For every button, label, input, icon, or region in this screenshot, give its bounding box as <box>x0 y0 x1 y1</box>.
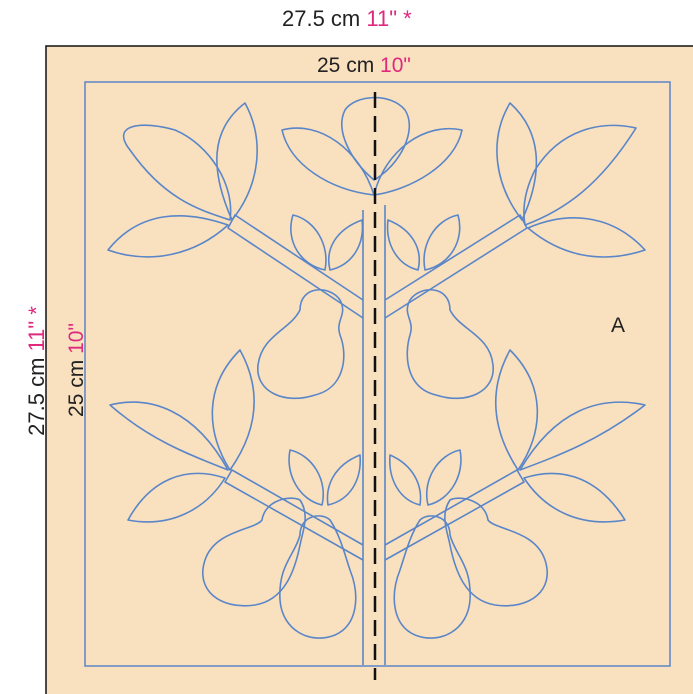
inner-width-metric: 25 cm <box>317 54 375 77</box>
inner-square <box>84 81 671 667</box>
upper-left-branch <box>227 214 364 319</box>
center-left-leaf <box>281 127 375 196</box>
inner-height-imperial: 10" <box>65 323 88 354</box>
upper-right-small-leaf-2 <box>386 219 420 271</box>
outer-width-label: 27.5 cm 11" * <box>282 6 412 32</box>
lower-right-leaf-3 <box>523 472 626 523</box>
lower-right-small-leaf-2 <box>389 454 422 506</box>
lower-right-leaf-1 <box>519 401 646 471</box>
outer-width-imperial: 11" * <box>366 6 412 31</box>
inner-height-label: 25 cm 10" <box>65 295 89 445</box>
lower-right-small-leaf-1 <box>425 449 462 506</box>
upper-right-branch <box>384 214 528 319</box>
outer-height-label: 27.5 cm 11" * <box>24 296 50 446</box>
lower-left-small-leaf-2 <box>326 454 361 506</box>
center-right-leaf <box>373 127 463 196</box>
upper-left-leaf-2 <box>216 102 258 221</box>
lower-left-leaf-2 <box>211 349 255 471</box>
upper-right-leaf-2 <box>496 102 538 221</box>
lower-left-pear-2 <box>279 515 357 639</box>
outer-height-metric: 27.5 cm <box>24 357 49 436</box>
lower-right-pear-1 <box>444 497 548 607</box>
upper-right-leaf-1 <box>523 124 637 226</box>
upper-left-small-leaf-2 <box>328 219 364 271</box>
lower-right-leaf-2 <box>494 349 539 471</box>
inner-height-metric: 25 cm <box>65 359 88 417</box>
trunk <box>362 205 386 665</box>
lower-left-small-leaf-1 <box>288 449 325 506</box>
lower-left-pear-1 <box>202 497 306 607</box>
upper-right-small-leaf-1 <box>423 214 461 271</box>
outer-square <box>45 45 693 694</box>
appliqué-motif <box>107 96 646 665</box>
inner-width-label: 25 cm 10" <box>317 54 411 78</box>
upper-left-leaf-3 <box>107 215 229 258</box>
upper-right-pear <box>406 288 494 400</box>
center-top-leaf <box>341 96 411 181</box>
lower-right-branch <box>384 469 525 561</box>
lower-left-leaf-3 <box>127 472 226 523</box>
lower-right-pear-2 <box>393 515 471 639</box>
lower-left-leaf-1 <box>109 401 229 471</box>
panel-label: A <box>611 314 626 337</box>
outer-width-metric: 27.5 cm <box>282 6 361 31</box>
inner-width-imperial: 10" <box>380 54 411 77</box>
lower-left-branch <box>224 469 364 561</box>
outer-height-imperial: 11" * <box>24 306 49 352</box>
upper-left-pear <box>257 288 345 400</box>
upper-right-leaf-3 <box>527 217 646 258</box>
upper-left-small-leaf-1 <box>290 214 327 271</box>
